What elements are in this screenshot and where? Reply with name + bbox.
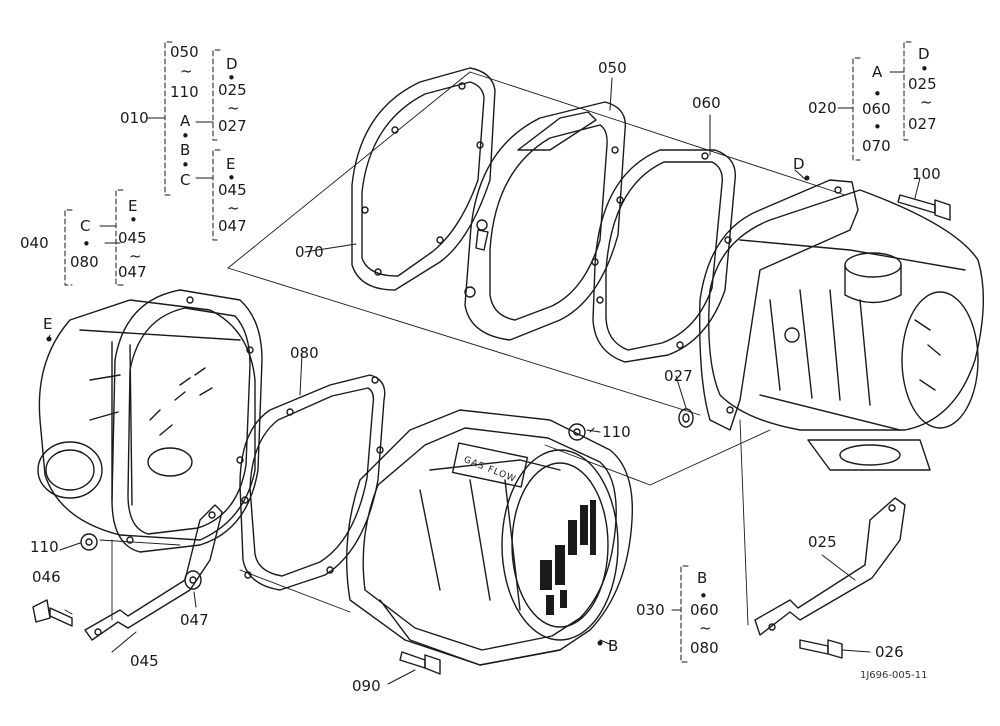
label-026: 026: [875, 643, 904, 661]
gasket-060: [592, 149, 737, 363]
bolt-046: [32, 599, 73, 627]
label-ref-B: B: [608, 637, 619, 655]
gasket-070: [351, 67, 496, 291]
label-ref-E: E: [43, 315, 53, 333]
group-040-col2-2: 045: [118, 229, 147, 247]
group-010-col2a-4: 027: [218, 117, 247, 135]
label-027: 027: [664, 367, 693, 385]
label-100: 100: [912, 165, 941, 183]
group-010-col2a-3: ~: [227, 99, 240, 117]
label-090: 090: [352, 677, 381, 695]
leader-lines: [47, 77, 921, 685]
group-010-col2b-2: 045: [218, 181, 247, 199]
bolt-100: [897, 194, 951, 221]
group-020-col2-4: 027: [908, 115, 937, 133]
group-040-col2-4: 047: [118, 263, 147, 281]
label-ref-D: D: [793, 155, 805, 173]
group-030-col1-4: 080: [690, 639, 719, 657]
group-010-col1-7: C: [180, 171, 191, 189]
label-020: 020: [808, 99, 837, 117]
group-020-col2-3: ~: [920, 93, 933, 111]
group-010-col1-1: ~: [180, 62, 193, 80]
flange-left-muffler: [111, 289, 263, 553]
nut-027: [678, 408, 694, 428]
label-070: 070: [295, 243, 324, 261]
group-020-col2-1: •: [920, 60, 929, 78]
group-020-col1-0: A: [872, 63, 883, 81]
gasket-080: [239, 374, 386, 591]
flange-050: [464, 101, 627, 341]
catalyst-center: [345, 409, 634, 666]
label-110-right: 110: [602, 423, 631, 441]
label-110-left: 110: [30, 538, 59, 556]
group-connectors: [99, 71, 905, 611]
group-040-col2-1: •: [129, 211, 138, 229]
group-010-col2a-2: 025: [218, 81, 247, 99]
catalyst-face-texture: [540, 500, 596, 615]
bracket-025: [754, 497, 906, 636]
group-040-col2-0: E: [128, 197, 138, 215]
group-030-col1-0: B: [697, 569, 708, 587]
group-010-col2b-4: 047: [218, 217, 247, 235]
group-010-col1-0: 050: [170, 43, 199, 61]
group-020-col2-0: D: [918, 45, 930, 63]
drawing-code: 1J696-005-11: [860, 670, 928, 681]
bolt-090: [399, 651, 441, 675]
group-010-col2b-1: •: [227, 169, 236, 187]
group-010-col2a-1: •: [227, 69, 236, 87]
label-047: 047: [180, 611, 209, 629]
label-040: 040: [20, 234, 49, 252]
group-020-col1-2: 060: [862, 100, 891, 118]
group-010-col1-2: 110: [170, 83, 199, 101]
group-020-col1-4: 070: [862, 137, 891, 155]
group-020-col1-3: •: [873, 118, 882, 136]
group-010-col1-4: •: [181, 127, 190, 145]
group-010-col1-6: •: [181, 156, 190, 174]
group-040-col1-1: •: [82, 235, 91, 253]
group-020-col1-1: •: [873, 85, 882, 103]
group-030-col1-2: 060: [690, 601, 719, 619]
group-010-col2b-0: E: [226, 155, 236, 173]
group-braces: [64, 41, 912, 663]
group-030-col1-1: •: [699, 587, 708, 605]
group-040-col1-0: C: [80, 217, 91, 235]
group-020-col2-2: 025: [908, 75, 937, 93]
group-040-col2-3: ~: [129, 247, 142, 265]
bolt-026: [799, 639, 843, 659]
ref-dots: [46, 175, 810, 646]
nut-110-left: [80, 533, 98, 551]
bracket-045: [84, 504, 223, 641]
label-010: 010: [120, 109, 149, 127]
label-025: 025: [808, 533, 837, 551]
muffler-right: [708, 189, 985, 471]
assembly-lines: [99, 71, 846, 626]
nut-110-right: [568, 423, 586, 441]
label-060: 060: [692, 94, 721, 112]
label-030: 030: [636, 601, 665, 619]
label-080: 080: [290, 344, 319, 362]
label-045: 045: [130, 652, 159, 670]
group-040-col1-2: 080: [70, 253, 99, 271]
muffler-left: [37, 299, 256, 541]
group-010-col1-3: A: [180, 112, 191, 130]
group-010-col2a-0: D: [226, 55, 238, 73]
label-050: 050: [598, 59, 627, 77]
flange-right-muffler: [699, 179, 859, 431]
group-010-col2b-3: ~: [227, 199, 240, 217]
label-046: 046: [32, 568, 61, 586]
group-030-col1-3: ~: [699, 619, 712, 637]
group-010-col1-5: B: [180, 141, 191, 159]
